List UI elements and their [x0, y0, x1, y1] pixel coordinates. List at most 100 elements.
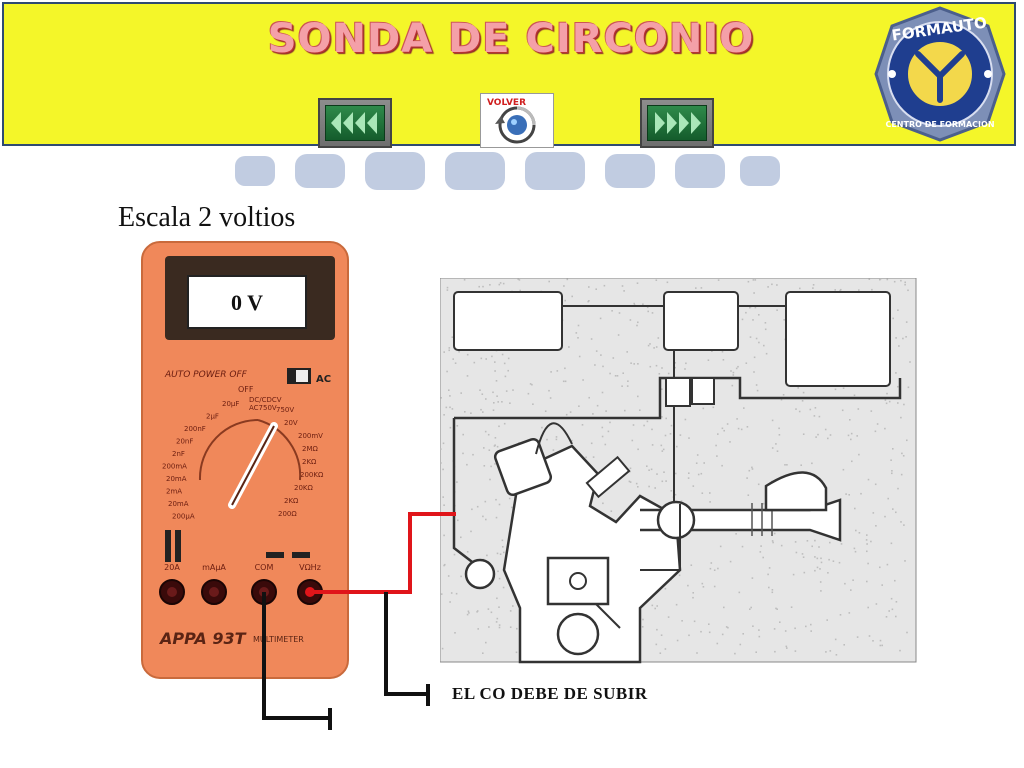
texture-dot [548, 389, 550, 392]
texture-dot [702, 586, 705, 588]
texture-dot [794, 627, 796, 630]
texture-dot [867, 478, 870, 481]
texture-dot [816, 566, 819, 569]
texture-dot [488, 449, 491, 451]
texture-dot [563, 285, 565, 287]
texture-dot [754, 306, 757, 309]
jack-label: VΩHz [299, 563, 321, 572]
texture-dot [494, 361, 496, 363]
texture-dot [829, 434, 832, 436]
texture-dot [715, 444, 717, 447]
texture-dot [834, 388, 837, 391]
texture-dot [866, 534, 868, 536]
texture-dot [460, 575, 462, 578]
previous-button[interactable] [318, 98, 392, 148]
texture-dot [867, 606, 869, 609]
texture-dot [797, 387, 799, 389]
texture-dot [692, 596, 694, 599]
multimeter: AUTO POWER OFF AC OFF DC/CDCV AC750V 20µ… [141, 241, 349, 679]
texture-dot [498, 626, 501, 629]
texture-dot [642, 618, 644, 621]
texture-dot [446, 286, 449, 289]
texture-dot [674, 362, 677, 364]
dial-left-label: 200µA [172, 513, 195, 521]
dial-left-label: 20nF [176, 438, 193, 446]
texture-dot [891, 470, 893, 472]
dial-ac-label: AC750V [249, 404, 277, 412]
texture-dot [904, 281, 906, 284]
texture-dot [900, 473, 903, 476]
texture-dot [509, 626, 512, 628]
texture-dot [646, 465, 648, 467]
texture-dot [676, 639, 679, 642]
volver-button[interactable]: VOLVER [480, 93, 554, 148]
texture-dot [735, 367, 738, 370]
texture-dot [612, 357, 615, 359]
texture-dot [709, 501, 711, 503]
texture-dot [827, 572, 829, 574]
texture-dot [485, 641, 487, 644]
texture-dot [892, 317, 894, 320]
texture-dot [496, 617, 499, 620]
texture-dot [655, 279, 658, 281]
texture-dot [466, 463, 468, 466]
texture-dot [900, 416, 902, 419]
texture-dot [892, 448, 894, 450]
texture-dot [780, 398, 783, 401]
texture-dot [713, 569, 716, 571]
texture-dot [872, 640, 874, 642]
texture-dot [565, 413, 568, 416]
texture-dot [680, 500, 683, 502]
texture-dot [727, 626, 729, 629]
texture-dot [674, 493, 677, 496]
texture-dot [717, 567, 719, 570]
texture-dot [745, 311, 747, 314]
texture-dot [605, 410, 607, 412]
texture-dot [774, 650, 776, 653]
texture-dot [768, 567, 771, 569]
texture-dot [462, 452, 464, 455]
texture-dot [771, 419, 774, 422]
texture-dot [676, 445, 678, 448]
texture-dot [484, 500, 487, 503]
texture-dot [893, 280, 896, 283]
texture-dot [818, 546, 820, 548]
texture-dot [753, 371, 755, 373]
texture-dot [749, 336, 752, 338]
texture-dot [776, 284, 778, 286]
texture-dot [895, 601, 898, 603]
texture-dot [448, 349, 450, 352]
texture-dot [595, 288, 597, 290]
texture-dot [895, 372, 897, 374]
texture-dot [768, 586, 770, 589]
texture-dot [709, 567, 712, 570]
texture-dot [497, 401, 499, 403]
texture-dot [758, 635, 761, 638]
formauto-logo: FORMAUTO CENTRO DE FORMACION [874, 6, 1006, 142]
texture-dot [564, 367, 566, 370]
texture-dot [492, 391, 494, 394]
texture-dot [898, 345, 900, 347]
texture-dot [709, 492, 711, 494]
texture-dot [482, 285, 484, 288]
texture-dot [762, 502, 765, 505]
texture-dot [450, 592, 453, 594]
texture-dot [637, 486, 639, 488]
texture-dot [749, 608, 751, 610]
jack-hole [167, 587, 177, 597]
texture-dot [755, 337, 758, 340]
texture-dot [868, 635, 871, 637]
texture-dot [820, 590, 822, 592]
next-button[interactable] [640, 98, 714, 148]
texture-dot [819, 568, 821, 570]
texture-dot [906, 439, 908, 442]
texture-dot [452, 358, 454, 360]
texture-dot [548, 280, 550, 283]
texture-dot [507, 369, 509, 372]
texture-dot [675, 603, 678, 606]
texture-dot [778, 427, 780, 430]
lcd-display [187, 275, 307, 329]
texture-dot [884, 515, 886, 518]
texture-dot [674, 472, 677, 475]
texture-dot [667, 372, 670, 375]
